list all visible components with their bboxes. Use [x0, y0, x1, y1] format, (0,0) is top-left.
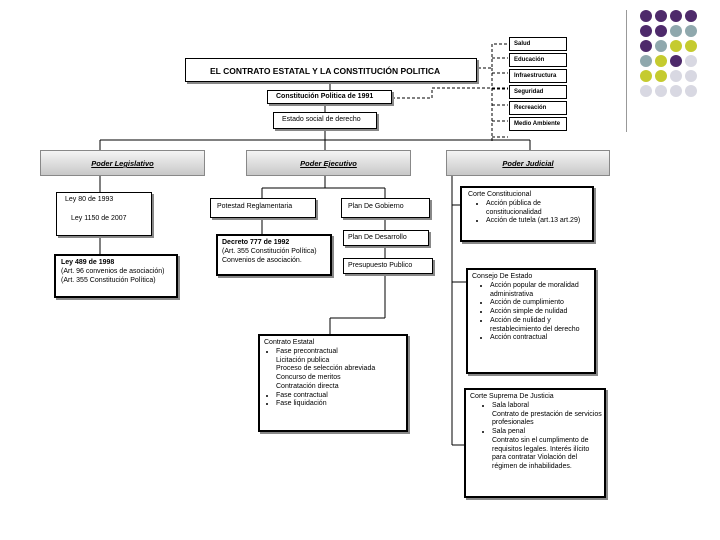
ley-489-box: Ley 489 de 1998 (Art. 96 convenios de as… [54, 254, 178, 298]
consejo-estado-item-2: Acción de cumplimiento [490, 299, 594, 308]
decorative-dot [685, 70, 697, 82]
decorative-dot [655, 25, 667, 37]
decorative-dot [670, 10, 682, 22]
poder-judicial-label: Poder Judicial [502, 159, 554, 168]
diagram-title: EL CONTRATO ESTATAL Y LA CONSTITUCIÓN PO… [185, 58, 477, 82]
decorative-dot [640, 40, 652, 52]
decorative-dot [685, 85, 697, 97]
contrato-title: Contrato Estatal [264, 339, 315, 346]
consejo-estado-items: Acción popular de moralidad administrati… [472, 282, 594, 343]
decorative-dot [670, 25, 682, 37]
decorative-dot [640, 10, 652, 22]
corte-constitucional-item-1: Acción pública de constitucionalidad [486, 200, 592, 218]
consejo-estado-item-4: Acción de nulidad y restablecimiento del… [490, 317, 594, 335]
ley-1150: Ley 1150 de 2007 [71, 214, 127, 222]
contrato-phase-pre: Fase precontractual Licitación publica P… [276, 348, 406, 392]
consejo-estado-box: Consejo De Estado Acción popular de mora… [466, 268, 596, 374]
corte-suprema-items: Sala laboral Contrato de prestación de s… [470, 402, 604, 472]
plan-desarrollo-box: Plan De Desarrollo [343, 230, 429, 246]
decorative-dot [670, 70, 682, 82]
decorative-dot [640, 70, 652, 82]
poder-judicial-header: Poder Judicial [446, 150, 610, 176]
corte-suprema-title: Corte Suprema De Justicia [470, 393, 554, 400]
potestad-box: Potestad Reglamentaria [210, 198, 316, 218]
leyes-box: Ley 80 de 1993 Ley 1150 de 2007 [56, 192, 152, 236]
poder-ejecutivo-label: Poder Ejecutivo [300, 159, 357, 168]
service-item: Seguridad [509, 85, 567, 99]
decorative-dot [685, 40, 697, 52]
poder-legislativo-label: Poder Legislativo [91, 159, 154, 168]
decorative-dot [640, 85, 652, 97]
contrato-phases: Fase precontractual Licitación publica P… [264, 348, 406, 409]
decorative-dot [655, 70, 667, 82]
consejo-estado-item-5: Acción contractual [490, 334, 594, 343]
service-item: Salud [509, 37, 567, 51]
corte-constitucional-box: Corte Constitucional Acción pública de c… [460, 186, 594, 242]
presupuesto-box: Presupuesto Publico [343, 258, 433, 274]
corte-constitucional-title: Corte Constitucional [468, 191, 532, 198]
contrato-phase-liquidacion: Fase liquidación [276, 400, 406, 409]
ley-489-title: Ley 489 de 1998 [61, 259, 115, 266]
estado-social-box: Estado social de derecho [273, 112, 377, 129]
constitucion-box: Constitución Politica de 1991 [267, 90, 392, 104]
decorative-dot [670, 55, 682, 67]
decorative-dot [655, 40, 667, 52]
decreto-line-2: Convenios de asociación. [222, 256, 302, 264]
corte-suprema-penal: Sala penal Contrato sin el cumplimento d… [492, 428, 604, 472]
decorative-dot [640, 25, 652, 37]
contrato-sub-2: Proceso de selección abreviada [276, 365, 376, 373]
contrato-sub-3: Concurso de meritos [276, 374, 341, 381]
decorative-dot [655, 85, 667, 97]
service-item: Medio Ambiente [509, 117, 567, 131]
decorative-dot [655, 10, 667, 22]
consejo-estado-title: Consejo De Estado [472, 273, 533, 280]
service-item: Recreación [509, 101, 567, 115]
poder-legislativo-header: Poder Legislativo [40, 150, 205, 176]
decorative-dot [685, 10, 697, 22]
corte-constitucional-items: Acción pública de constitucionalidad Acc… [468, 200, 592, 226]
consejo-estado-item-3: Acción simple de nulidad [490, 308, 594, 317]
ley-80: Ley 80 de 1993 [65, 196, 114, 203]
contrato-phase-contractual: Fase contractual [276, 392, 406, 401]
decorative-dot [670, 40, 682, 52]
consejo-estado-item-1: Acción popular de moralidad administrati… [490, 282, 594, 300]
poder-ejecutivo-header: Poder Ejecutivo [246, 150, 411, 176]
decorative-dot [655, 55, 667, 67]
contrato-sub-1: Licitación publica [276, 356, 330, 364]
service-item: Educación [509, 53, 567, 67]
decorative-divider [626, 10, 627, 132]
decorative-dot [685, 55, 697, 67]
decorative-dot [670, 85, 682, 97]
ley-489-line-2: (Art. 355 Constitución Política) [61, 276, 156, 284]
service-item: Infraestructura [509, 69, 567, 83]
ley-489-line-1: (Art. 96 convenios de asociación) [61, 267, 165, 275]
corte-suprema-laboral-text: Contrato de prestación de servicios prof… [492, 410, 602, 427]
corte-constitucional-item-2: Acción de tutela (art.13 art.29) [486, 217, 592, 226]
decorative-dot [685, 25, 697, 37]
decorative-dot [640, 55, 652, 67]
decreto-line-1: (Art. 355 Constitución Política) [222, 247, 317, 255]
decreto-box: Decreto 777 de 1992 (Art. 355 Constituci… [216, 234, 332, 276]
corte-suprema-penal-text: Contrato sin el cumplimento de requisito… [492, 436, 590, 470]
contrato-estatal-box: Contrato Estatal Fase precontractual Lic… [258, 334, 408, 432]
plan-gobierno-box: Plan De Gobierno [341, 198, 430, 218]
decreto-title: Decreto 777 de 1992 [222, 239, 290, 246]
decorative-dot-grid [640, 10, 710, 100]
contrato-sub-4: Contratación directa [276, 382, 339, 390]
corte-suprema-box: Corte Suprema De Justicia Sala laboral C… [464, 388, 606, 498]
corte-suprema-laboral: Sala laboral Contrato de prestación de s… [492, 402, 604, 428]
